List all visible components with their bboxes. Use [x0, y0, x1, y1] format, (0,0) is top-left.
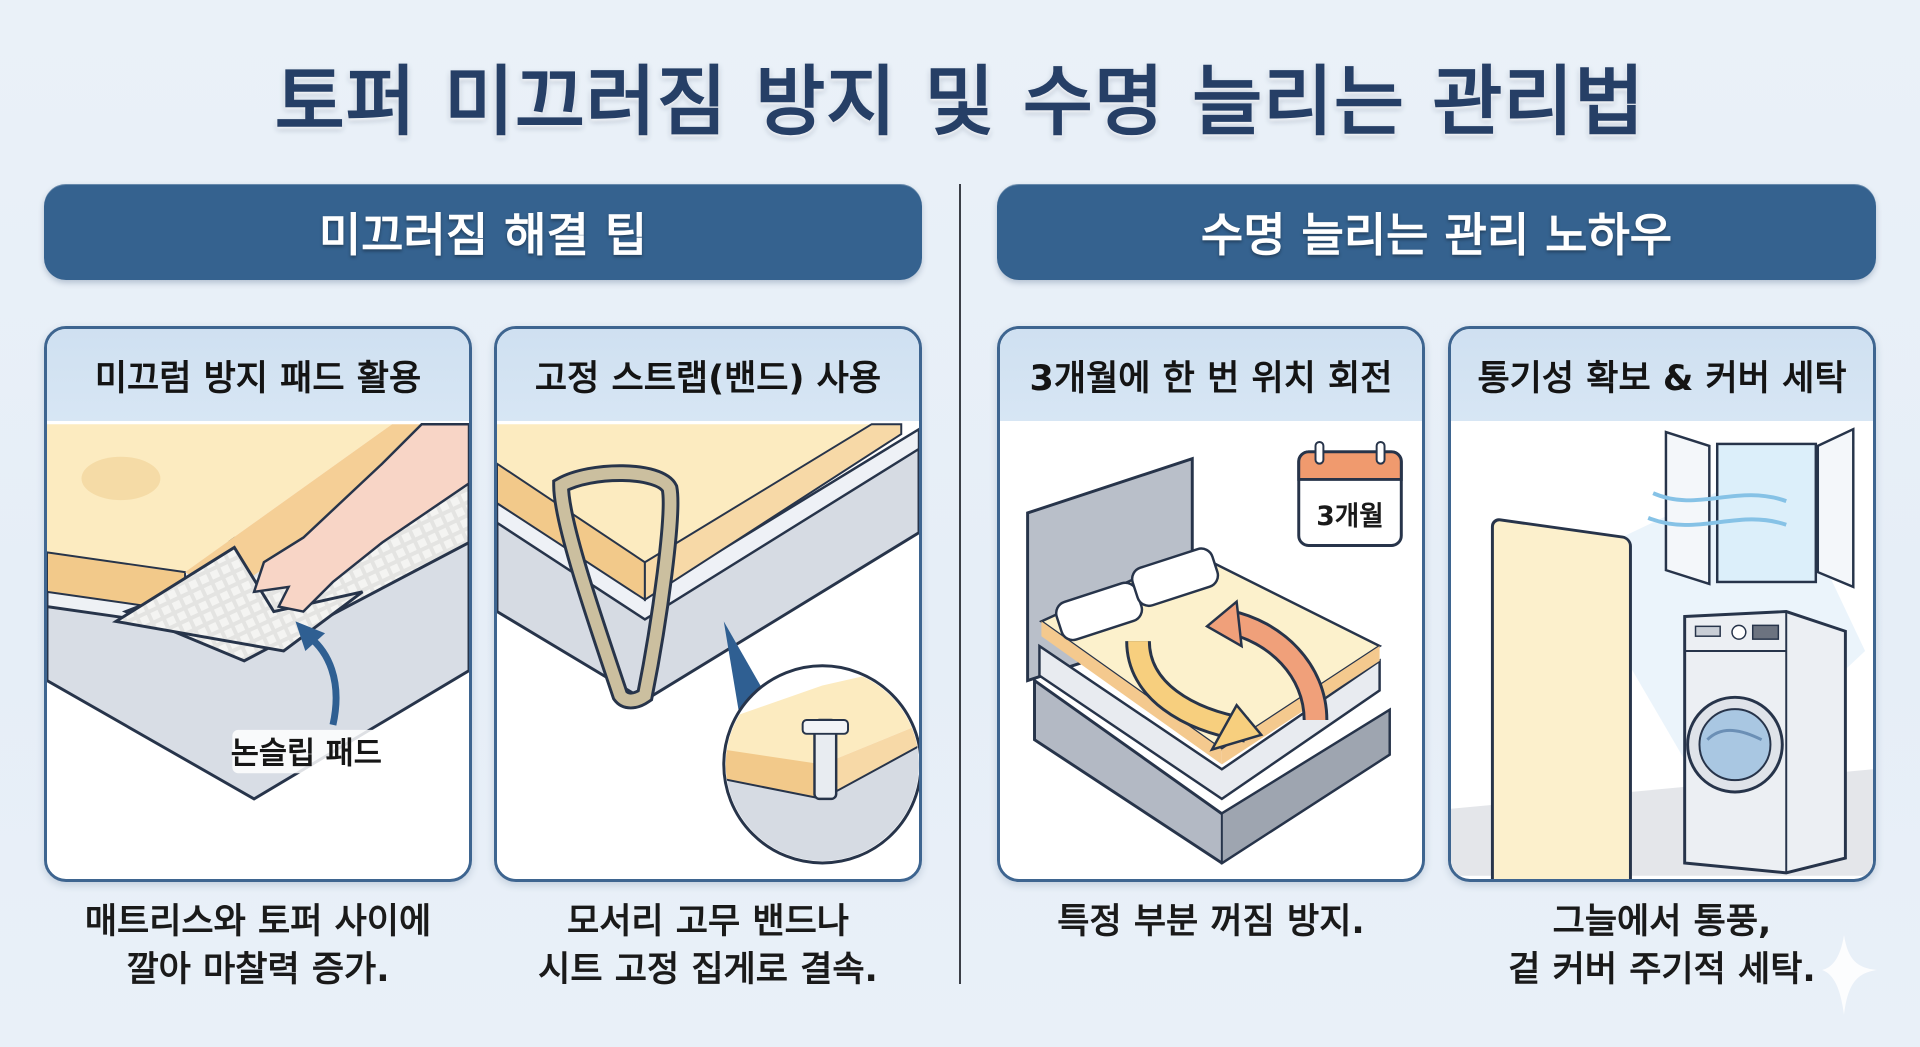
- caption-line: 깔아 마찰력 증가.: [126, 950, 390, 990]
- section-header-slip-tips: 미끄러짐 해결 팁: [44, 184, 922, 280]
- caption-line: 매트리스와 토퍼 사이에: [84, 902, 432, 942]
- card-title: 3개월에 한 번 위치 회전: [1000, 329, 1422, 421]
- card-fixing-strap: 고정 스트랩(밴드) 사용: [494, 326, 922, 882]
- nonslip-pad-label: 논슬립 패드: [231, 736, 382, 771]
- ventilation-washing-illustration: [1451, 424, 1873, 879]
- page-title: 토퍼 미끄러짐 방지 및 수명 늘리는 관리법: [274, 57, 1646, 146]
- bed-rotation-illustration: 3개월: [1000, 424, 1422, 876]
- nonslip-pad-illustration: 논슬립 패드: [47, 422, 469, 876]
- section-divider: [959, 184, 961, 984]
- card-title: 통기성 확보 & 커버 세탁: [1451, 329, 1873, 421]
- card-title: 고정 스트랩(밴드) 사용: [497, 329, 919, 421]
- card-ventilation-washing: 통기성 확보 & 커버 세탁: [1448, 326, 1876, 882]
- caption-line: 모서리 고무 밴드나: [567, 902, 849, 942]
- caption-rotate-position: 특정 부분 꺼짐 방지.: [997, 898, 1425, 946]
- card-rotate-position: 3개월에 한 번 위치 회전 3개월: [997, 326, 1425, 882]
- caption-line: 시트 고정 집게로 결속.: [538, 950, 878, 990]
- caption-fixing-strap: 모서리 고무 밴드나 시트 고정 집게로 결속.: [494, 898, 922, 994]
- section-header-lifespan-tips: 수명 늘리는 관리 노하우: [997, 184, 1876, 280]
- fixing-strap-illustration: [497, 423, 919, 876]
- calendar-label: 3개월: [1316, 501, 1383, 532]
- caption-line: 겉 커버 주기적 세탁.: [1508, 950, 1816, 990]
- caption-line: 특정 부분 꺼짐 방지.: [1057, 902, 1365, 942]
- caption-line: 그늘에서 통풍,: [1552, 902, 1772, 942]
- caption-ventilation-washing: 그늘에서 통풍, 겉 커버 주기적 세탁.: [1448, 898, 1876, 994]
- caption-nonslip-pad: 매트리스와 토퍼 사이에 깔아 마찰력 증가.: [44, 898, 472, 994]
- card-nonslip-pad: 미끄럼 방지 패드 활용 논슬립 패드: [44, 326, 472, 882]
- card-title: 미끄럼 방지 패드 활용: [47, 329, 469, 421]
- sparkle-icon: [1822, 935, 1877, 1015]
